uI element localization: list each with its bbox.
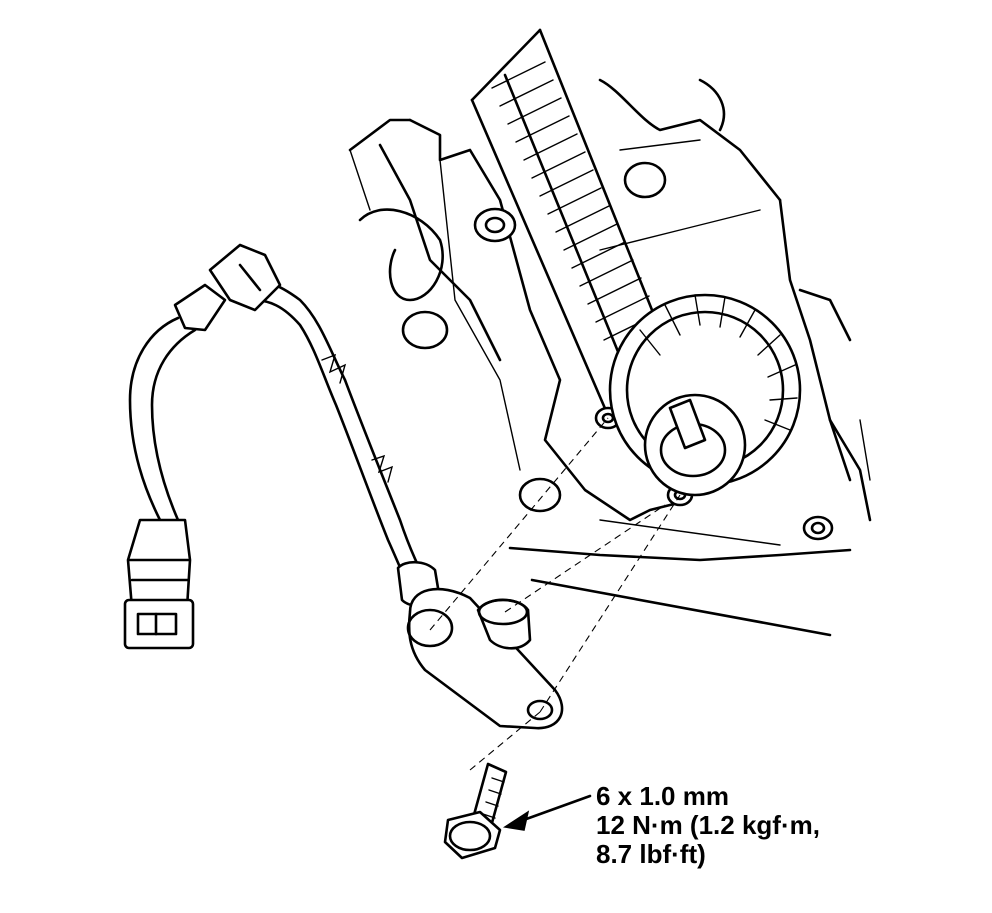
alignment-guides <box>429 417 681 771</box>
crankshaft-sprocket <box>608 293 802 497</box>
crankshaft-position-sensor <box>406 587 564 730</box>
bolt-size-label: 6 x 1.0 mm <box>596 781 729 811</box>
torque-value-label: 12 N·m (1.2 kgf·m, <box>596 810 820 840</box>
callout-arrow <box>502 794 592 831</box>
torque-value-imperial-label: 8.7 lbf·ft) <box>596 839 706 869</box>
flange-bolt <box>443 762 508 860</box>
engine-block <box>348 28 872 637</box>
belt-teeth <box>491 61 658 341</box>
sensor-wire-harness <box>128 243 442 608</box>
harness-connector <box>123 518 195 650</box>
torque-spec-callout: 6 x 1.0 mm 12 N·m (1.2 kgf·m, 8.7 lbf·ft… <box>596 782 976 869</box>
timing-belt <box>470 28 662 432</box>
